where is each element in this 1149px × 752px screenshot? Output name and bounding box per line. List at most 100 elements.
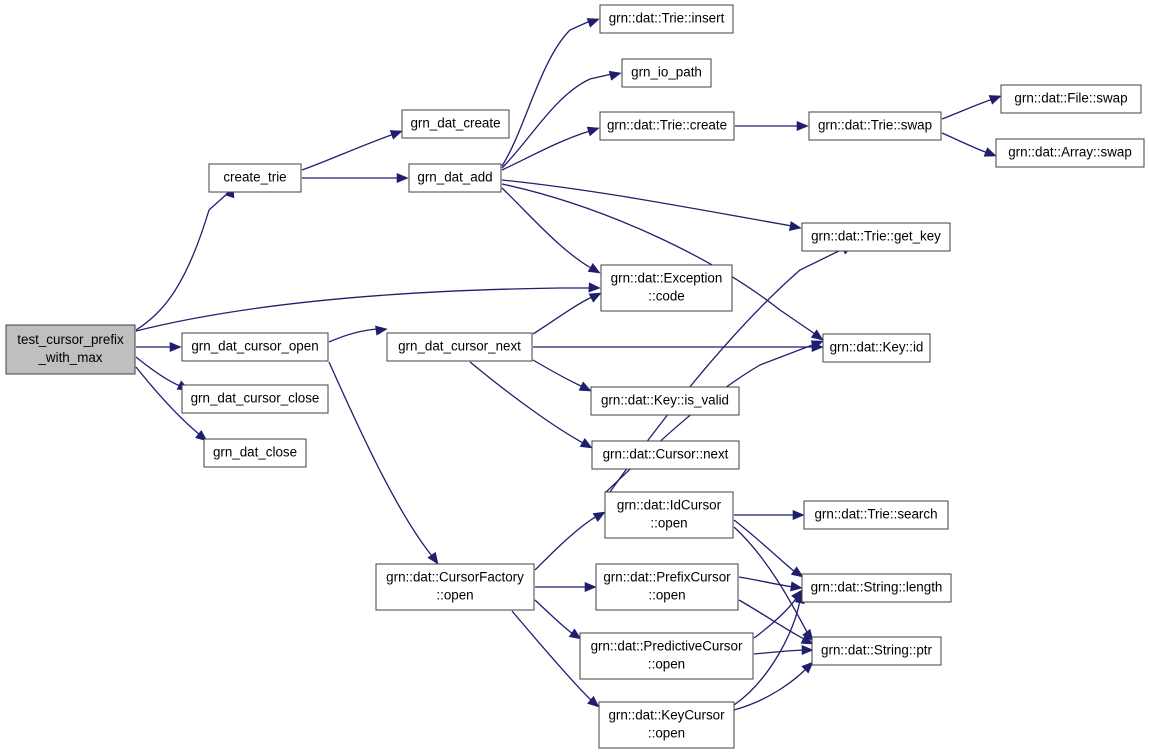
node-label: grn::dat::String::ptr xyxy=(821,643,932,658)
edge-grn_dat_add-to-Trie_get_key xyxy=(501,179,802,232)
edge-arrowhead xyxy=(788,221,802,232)
node-box[interactable] xyxy=(599,111,735,141)
node-label: grn_dat_cursor_close xyxy=(191,391,320,406)
node-Array_swap[interactable]: grn::dat::Array::swap xyxy=(995,138,1145,168)
edge-line xyxy=(469,361,586,445)
node-box[interactable] xyxy=(801,573,952,603)
node-String_ptr[interactable]: grn::dat::String::ptr xyxy=(811,636,942,666)
node-box[interactable] xyxy=(579,632,754,680)
edge-test_cursor_prefix_with_max-to-grn_dat_cursor_open xyxy=(136,341,182,353)
edge-arrowhead xyxy=(587,262,601,274)
node-Trie_search[interactable]: grn::dat::Trie::search xyxy=(803,500,949,530)
edge-grn_dat_cursor_next-to-Cursor_next xyxy=(469,361,593,449)
node-box[interactable] xyxy=(598,701,735,749)
edge-line xyxy=(501,183,816,335)
node-grn_io_path[interactable]: grn_io_path xyxy=(621,58,712,88)
node-test_cursor_prefix_with_max[interactable]: test_cursor_prefix_with_max xyxy=(5,324,136,375)
node-label: grn::dat::KeyCursor xyxy=(608,708,725,723)
node-File_swap[interactable]: grn::dat::File::swap xyxy=(1000,84,1142,114)
edge-arrowhead xyxy=(588,292,602,303)
edge-arrowhead xyxy=(586,126,600,137)
node-box[interactable] xyxy=(621,58,712,88)
node-Trie_create[interactable]: grn::dat::Trie::create xyxy=(599,111,735,141)
node-box[interactable] xyxy=(822,333,931,363)
edge-line xyxy=(753,596,798,639)
node-label: grn::dat::Trie::create xyxy=(607,118,727,133)
edge-PrefixCursor_open-to-String_ptr xyxy=(738,599,814,645)
node-box[interactable] xyxy=(590,386,740,416)
edge-IdCursor_open-to-String_length xyxy=(733,519,804,578)
edge-arrowhead xyxy=(389,130,403,140)
edge-arrowhead xyxy=(375,325,388,336)
node-label: grn_dat_cursor_open xyxy=(191,339,318,354)
node-Exception_code[interactable]: grn::dat::Exception::code xyxy=(600,264,733,312)
node-box[interactable] xyxy=(208,163,302,193)
node-grn_dat_close[interactable]: grn_dat_close xyxy=(203,438,307,468)
edge-line xyxy=(301,133,395,171)
node-box[interactable] xyxy=(600,264,733,312)
edge-line xyxy=(532,359,584,388)
node-label: ::open xyxy=(648,657,685,672)
node-box[interactable] xyxy=(811,636,942,666)
node-box[interactable] xyxy=(604,491,734,539)
edge-CursorFactory_open-to-PredictiveCursor_open xyxy=(534,599,582,640)
node-KeyCursor_open[interactable]: grn::dat::KeyCursor::open xyxy=(598,701,735,749)
node-box[interactable] xyxy=(408,163,502,193)
node-Key_is_valid[interactable]: grn::dat::Key::is_valid xyxy=(590,386,740,416)
edge-arrowhead xyxy=(608,70,622,81)
node-box[interactable] xyxy=(181,384,329,414)
node-create_trie[interactable]: create_trie xyxy=(208,163,302,193)
edge-grn_dat_add-to-Exception_code xyxy=(501,187,601,274)
node-label: grn::dat::IdCursor xyxy=(617,498,722,513)
edge-line xyxy=(328,361,433,557)
node-grn_dat_cursor_open[interactable]: grn_dat_cursor_open xyxy=(181,332,329,362)
node-box[interactable] xyxy=(808,111,942,141)
edge-line xyxy=(604,343,816,494)
node-box[interactable] xyxy=(5,324,136,375)
node-box[interactable] xyxy=(591,440,740,470)
node-box[interactable] xyxy=(599,4,734,34)
edge-arrowhead xyxy=(568,628,582,640)
edge-arrowhead xyxy=(983,147,997,157)
node-grn_dat_create[interactable]: grn_dat_create xyxy=(401,109,510,139)
node-Trie_insert[interactable]: grn::dat::Trie::insert xyxy=(599,4,734,34)
node-CursorFactory_open[interactable]: grn::dat::CursorFactory::open xyxy=(375,563,535,611)
edge-arrowhead xyxy=(584,581,597,593)
edges-layer xyxy=(135,18,1002,711)
node-Cursor_next[interactable]: grn::dat::Cursor::next xyxy=(591,440,740,470)
node-grn_dat_add[interactable]: grn_dat_add xyxy=(408,163,502,193)
node-box[interactable] xyxy=(1000,84,1142,114)
node-String_length[interactable]: grn::dat::String::length xyxy=(801,573,952,603)
node-box[interactable] xyxy=(801,222,951,252)
edge-line xyxy=(501,73,613,169)
edge-line xyxy=(532,296,593,335)
node-grn_dat_cursor_next[interactable]: grn_dat_cursor_next xyxy=(386,332,533,362)
node-label: grn_dat_add xyxy=(417,170,492,185)
node-label: ::open xyxy=(648,588,685,603)
edge-grn_dat_cursor_open-to-CursorFactory_open xyxy=(328,361,439,565)
edge-IdCursor_open-to-Trie_search xyxy=(734,509,805,521)
edge-test_cursor_prefix_with_max-to-grn_dat_close xyxy=(135,366,208,442)
edge-arrowhead xyxy=(588,282,601,293)
node-box[interactable] xyxy=(803,500,949,530)
node-PredictiveCursor_open[interactable]: grn::dat::PredictiveCursor::open xyxy=(579,632,754,680)
edge-grn_dat_add-to-grn_io_path xyxy=(501,70,622,169)
node-box[interactable] xyxy=(203,438,307,468)
node-Trie_swap[interactable]: grn::dat::Trie::swap xyxy=(808,111,942,141)
node-label: _with_max xyxy=(37,350,102,365)
node-PrefixCursor_open[interactable]: grn::dat::PrefixCursor::open xyxy=(595,563,739,611)
edge-arrowhead xyxy=(810,340,824,350)
edge-arrowhead xyxy=(586,18,600,28)
node-Key_id[interactable]: grn::dat::Key::id xyxy=(822,333,931,363)
node-box[interactable] xyxy=(595,563,739,611)
node-box[interactable] xyxy=(386,332,533,362)
node-grn_dat_cursor_close[interactable]: grn_dat_cursor_close xyxy=(181,384,329,414)
node-IdCursor_open[interactable]: grn::dat::IdCursor::open xyxy=(604,491,734,539)
node-box[interactable] xyxy=(181,332,329,362)
node-box[interactable] xyxy=(375,563,535,611)
node-box[interactable] xyxy=(401,109,510,139)
node-label: grn::dat::Trie::insert xyxy=(609,11,725,26)
edge-KeyCursor_open-to-String_ptr xyxy=(733,661,814,711)
node-box[interactable] xyxy=(995,138,1145,168)
node-Trie_get_key[interactable]: grn::dat::Trie::get_key xyxy=(801,222,951,252)
